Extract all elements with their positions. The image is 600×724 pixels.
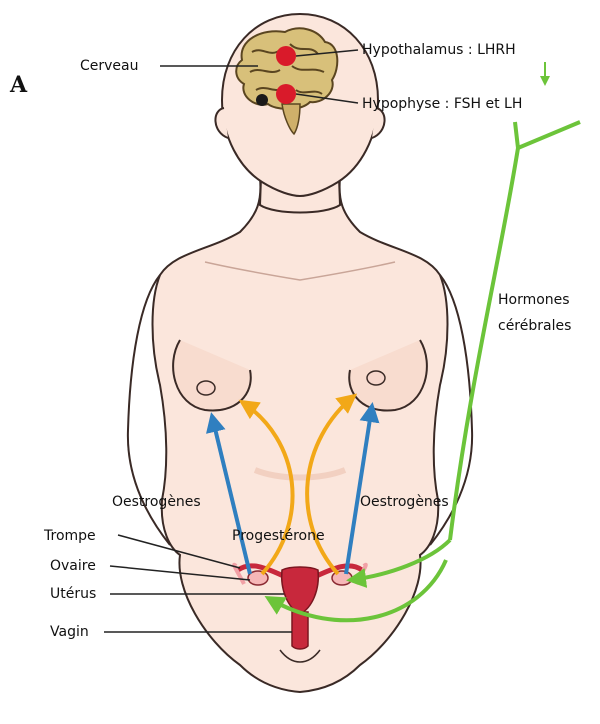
vagina-canal	[292, 612, 308, 649]
left-nipple	[197, 381, 215, 395]
ovaire-label: Ovaire	[50, 558, 96, 574]
cerebellum-left	[256, 94, 268, 106]
hormone-descending-line	[450, 148, 518, 540]
panel-letter: A	[9, 72, 28, 98]
oestrogenes-right-label: Oestrogènes	[360, 494, 449, 510]
hormone-branch	[515, 122, 580, 148]
hormones-label-line1: Hormones	[498, 292, 570, 308]
right-nipple	[367, 371, 385, 385]
cerveau-label: Cerveau	[80, 58, 139, 74]
hypophyse-dot	[276, 84, 296, 104]
progesterone-label: Progestérone	[232, 528, 325, 544]
hormones-label-line2: cérébrales	[498, 318, 571, 334]
oestrogenes-left-label: Oestrogènes	[112, 494, 201, 510]
trompe-label: Trompe	[43, 528, 96, 544]
uterus-label: Utérus	[50, 586, 96, 602]
hypophyse-label: Hypophyse : FSH et LH	[362, 96, 522, 112]
vagin-label: Vagin	[50, 624, 89, 640]
hypothalamus-dot	[276, 46, 296, 66]
hypothalamus-label: Hypothalamus : LHRH	[362, 42, 516, 58]
